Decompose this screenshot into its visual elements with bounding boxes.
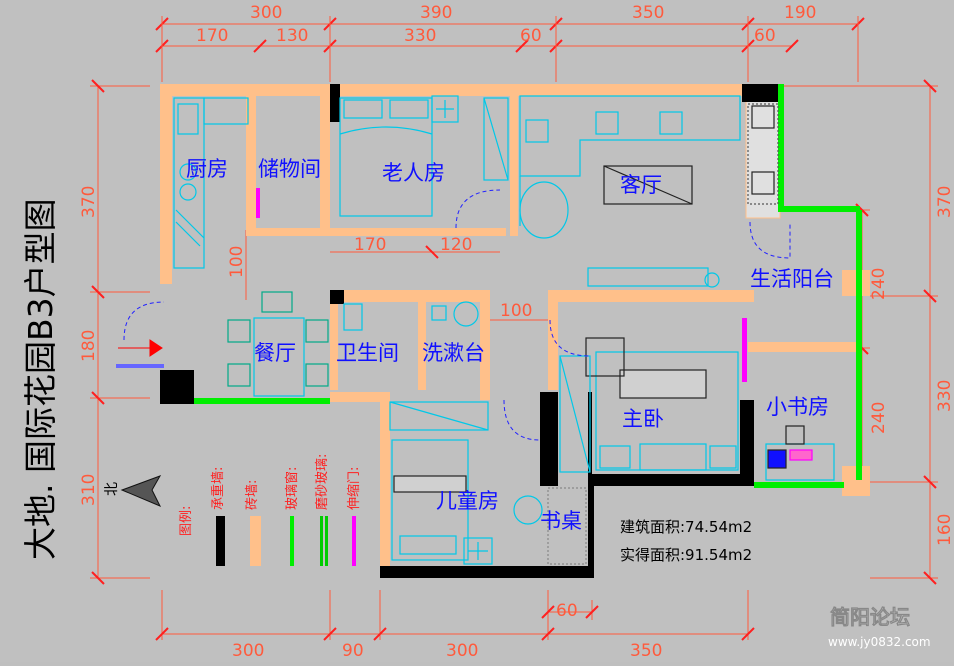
dim-right-1: 370: [935, 186, 954, 218]
entrance-step: [116, 364, 164, 368]
actual-area: 实得面积:91.54m2: [620, 546, 752, 564]
door-swings: [123, 189, 791, 441]
dim-top2-4: 60: [520, 26, 542, 46]
legend: 图例: 承重墙: 砖墙: 玻璃窗: 磨砂玻璃: 伸缩门:: [179, 454, 362, 536]
room-kids: 儿童房: [436, 489, 499, 513]
plan-title: 大地. 国际花园B3户型图: [21, 198, 60, 560]
dim-inner-2: 120: [440, 235, 472, 255]
room-dining: 餐厅: [254, 341, 296, 365]
dim-top-4: 190: [784, 3, 816, 23]
watermark-url: www.jy0832.com: [828, 635, 931, 649]
dim-inner-3: 100: [227, 246, 247, 278]
entrance-arrow: [118, 339, 163, 357]
dimension-lines: [90, 16, 938, 641]
watermark: 简阳论坛 www.jy0832.com: [828, 605, 931, 649]
dim-top-2: 390: [420, 3, 452, 23]
room-desk: 书桌: [540, 509, 582, 533]
dim-right-inner-2: 240: [869, 402, 889, 434]
north-arrow: 北: [104, 475, 162, 507]
sliding-doors: [256, 188, 747, 382]
dim-bottom2-1: 60: [556, 601, 578, 621]
room-washbasin: 洗漱台: [422, 341, 485, 365]
north-label: 北: [104, 482, 120, 496]
furniture: [173, 95, 835, 565]
dim-inner-1: 170: [354, 235, 386, 255]
dim-left-3: 310: [79, 474, 99, 506]
dim-top-1: 300: [250, 3, 282, 23]
dim-bottom-3: 300: [446, 641, 478, 661]
glass-windows: [194, 84, 862, 488]
dim-bottom-2: 90: [342, 641, 364, 661]
room-study: 小书房: [766, 395, 829, 419]
room-master: 主卧: [622, 407, 664, 431]
room-storage: 储物间: [258, 157, 321, 181]
dim-inner-4: 100: [500, 301, 532, 321]
legend-swatches: [216, 516, 356, 566]
dimension-labels: 300 390 350 190 170 130 330 60 60 300 90…: [79, 3, 954, 661]
legend-item-4: 伸缩门:: [346, 467, 362, 510]
dim-right-inner-1: 240: [869, 268, 889, 300]
dim-right-2: 330: [935, 380, 954, 412]
dim-left-1: 370: [79, 186, 99, 218]
brick-walls: [160, 84, 870, 572]
dim-top2-5: 60: [754, 26, 776, 46]
legend-item-0: 承重墙:: [210, 467, 226, 510]
legend-item-1: 砖墙:: [245, 480, 260, 510]
dim-top-3: 350: [632, 3, 664, 23]
room-labels: 厨房 储物间 老人房 客厅 生活阳台 餐厅 卫生间 洗漱台 主卧 小书房 儿童房…: [186, 157, 834, 533]
watermark-name: 简阳论坛: [830, 605, 910, 629]
dim-top2-3: 330: [404, 26, 436, 46]
legend-title: 图例:: [179, 506, 194, 536]
area-info: 建筑面积:74.54m2 实得面积:91.54m2: [620, 518, 752, 564]
dim-right-3: 160: [935, 514, 954, 546]
built-area: 建筑面积:74.54m2: [620, 518, 752, 536]
room-elder: 老人房: [382, 161, 445, 185]
room-living: 客厅: [620, 173, 662, 197]
legend-item-3: 磨砂玻璃:: [315, 454, 330, 510]
dim-left-2: 180: [79, 330, 99, 362]
dim-top2-2: 130: [276, 26, 308, 46]
legend-item-2: 玻璃窗:: [284, 467, 300, 510]
room-balcony: 生活阳台: [750, 267, 834, 291]
dim-bottom-1: 300: [232, 641, 264, 661]
dim-top2-1: 170: [196, 26, 228, 46]
room-bath: 卫生间: [336, 341, 399, 365]
dim-bottom-4: 350: [630, 641, 662, 661]
room-kitchen: 厨房: [186, 157, 228, 181]
